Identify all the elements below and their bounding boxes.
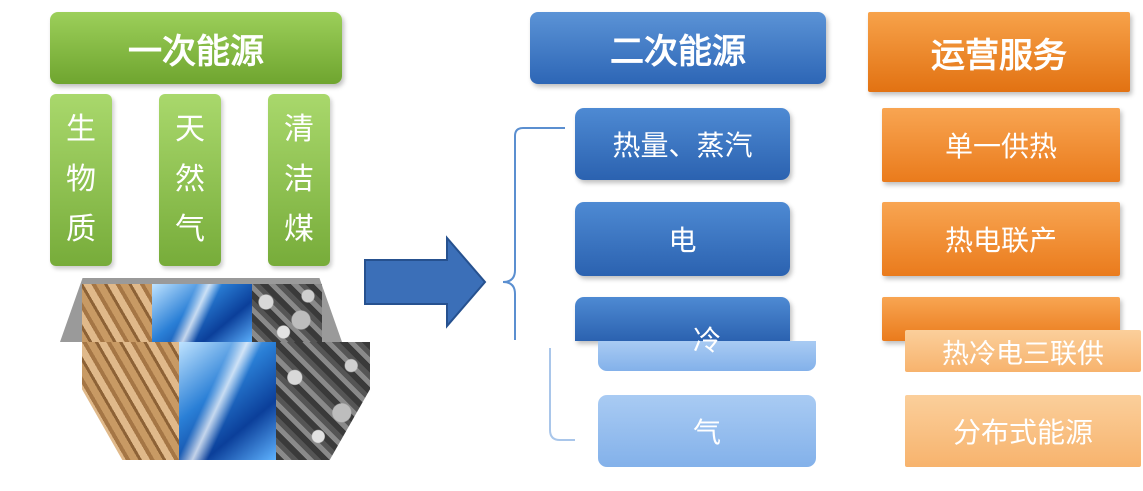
gas-flame-image-top	[152, 284, 252, 342]
coal-char-2: 洁	[284, 162, 314, 197]
gas-box: 气	[598, 395, 816, 467]
right-arrow-icon	[364, 235, 487, 329]
primary-energy-header: 一次能源	[50, 12, 342, 84]
distributed-energy-label: 分布式能源	[952, 416, 1093, 449]
gas-char-3: 气	[175, 212, 205, 247]
wood-pellet-image-top	[82, 284, 152, 342]
coal-image-top	[252, 284, 322, 342]
cooling-box: 冷	[598, 324, 816, 371]
gas-flame-image	[179, 342, 276, 460]
primary-energy-title: 一次能源	[128, 31, 264, 72]
flow-arrow-and-bracket	[364, 127, 575, 441]
distributed-energy-box: 分布式能源	[905, 395, 1141, 467]
gas-label: 气	[692, 416, 721, 449]
biomass-char-2: 物	[66, 162, 96, 197]
cogeneration-box: 热电联产	[882, 202, 1120, 276]
trigeneration-label: 热冷电三联供	[942, 338, 1104, 370]
cooling-box-top	[575, 297, 790, 341]
cooling-label: 冷	[692, 324, 721, 357]
gas-char-2: 然	[175, 162, 205, 197]
wood-pellet-image	[82, 342, 179, 460]
secondary-energy-header: 二次能源	[530, 12, 826, 84]
heat-steam-box: 热量、蒸汽	[575, 108, 790, 180]
energy-image-hexagon	[82, 342, 370, 460]
biomass-column: 生 物 质	[50, 94, 112, 266]
energy-image-hexagon-top	[60, 278, 342, 342]
bracket	[502, 127, 565, 340]
natural-gas-column: 天 然 气	[159, 94, 221, 266]
heat-steam-label: 热量、蒸汽	[612, 129, 753, 162]
single-heating-box: 单一供热	[882, 108, 1120, 182]
trigeneration-box: 热冷电三联供	[905, 330, 1141, 372]
clean-coal-column: 清 洁 煤	[268, 94, 330, 266]
secondary-energy-title: 二次能源	[610, 31, 746, 72]
biomass-char-3: 质	[66, 212, 96, 247]
bracket-faded	[549, 348, 575, 441]
gas-char-1: 天	[175, 112, 205, 147]
electricity-box: 电	[575, 202, 790, 276]
operation-services-header: 运营服务	[868, 12, 1130, 92]
coal-char-1: 清	[284, 112, 314, 147]
electricity-label: 电	[668, 224, 697, 257]
biomass-char-1: 生	[66, 112, 96, 147]
operation-services-title: 运营服务	[931, 35, 1067, 76]
coal-char-3: 煤	[284, 212, 314, 247]
single-heating-label: 单一供热	[944, 130, 1057, 163]
cogeneration-label: 热电联产	[944, 224, 1057, 257]
